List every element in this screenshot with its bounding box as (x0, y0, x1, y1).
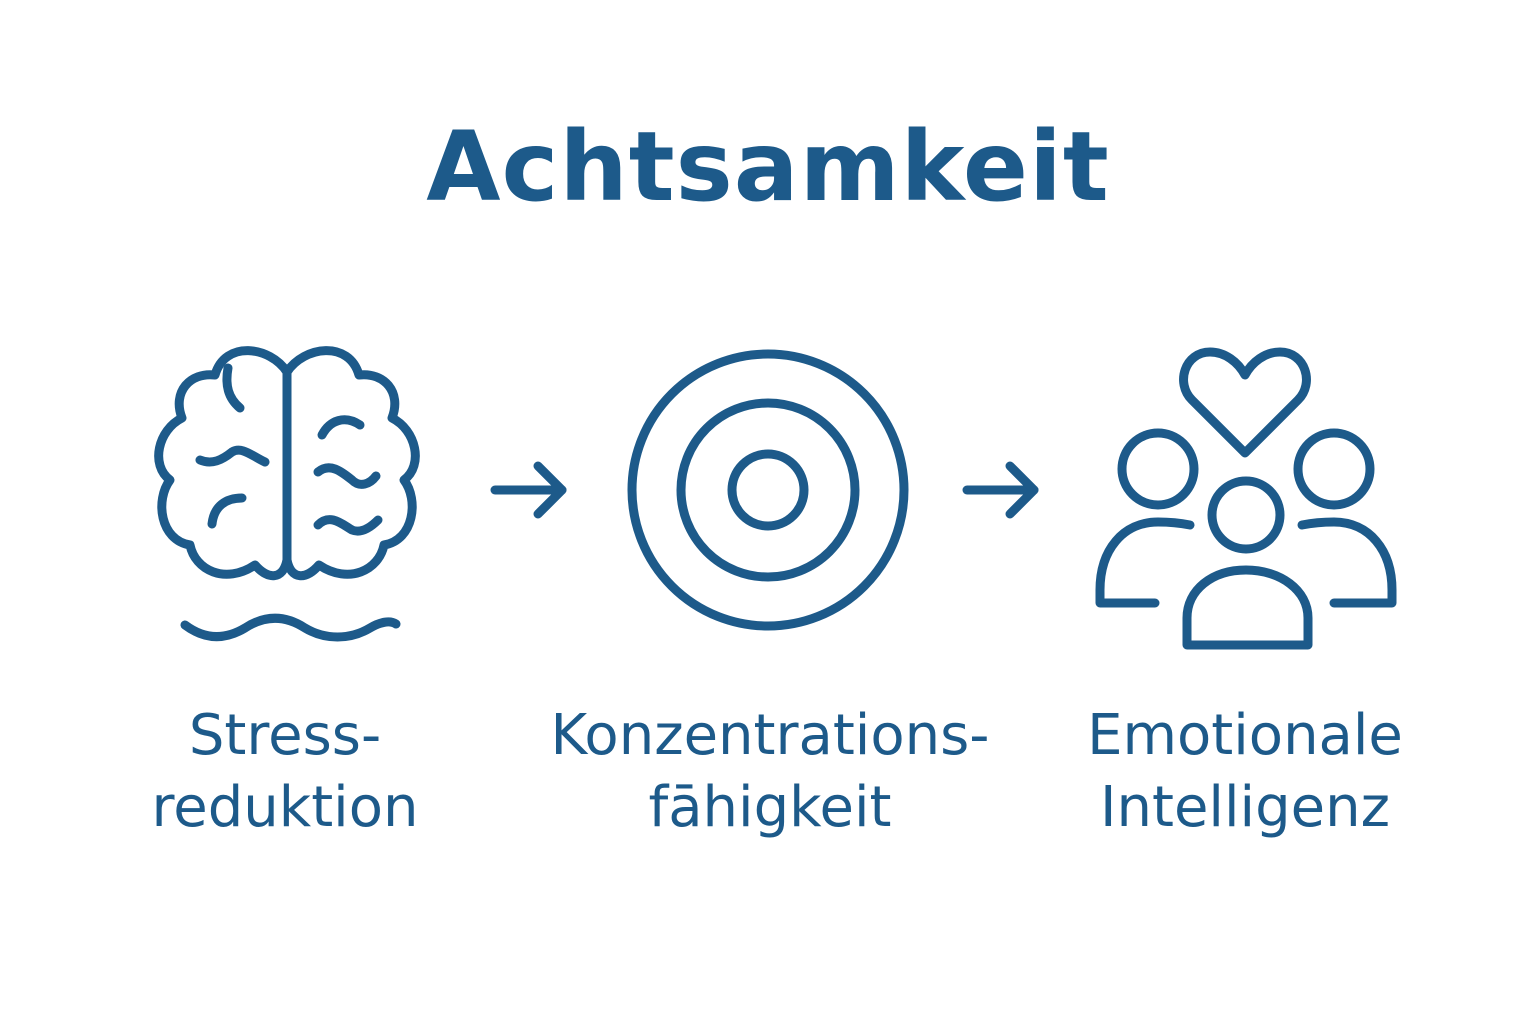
label-line: Emotionale (1087, 703, 1403, 768)
brain-with-waves-icon (154, 346, 420, 642)
step-label-emotional-intelligence: Emotionale Intelligenz (1060, 700, 1430, 844)
label-line: fāhigkeit (648, 775, 892, 840)
arrow-right-icon (490, 461, 567, 519)
label-line: Stress- (188, 703, 382, 768)
label-line: Konzentrations- (550, 703, 990, 768)
label-line: reduktion (151, 775, 419, 840)
arrow-right-icon (962, 461, 1039, 519)
people-with-heart-icon (1095, 347, 1397, 650)
target-icon (627, 349, 909, 631)
diagram-title: Achtsamkeit (426, 111, 1110, 223)
label-line: Intelligenz (1100, 775, 1390, 840)
step-label-concentration: Konzentrations- fāhigkeit (520, 700, 1020, 844)
step-label-stress-reduction: Stress- reduktion (120, 700, 450, 844)
